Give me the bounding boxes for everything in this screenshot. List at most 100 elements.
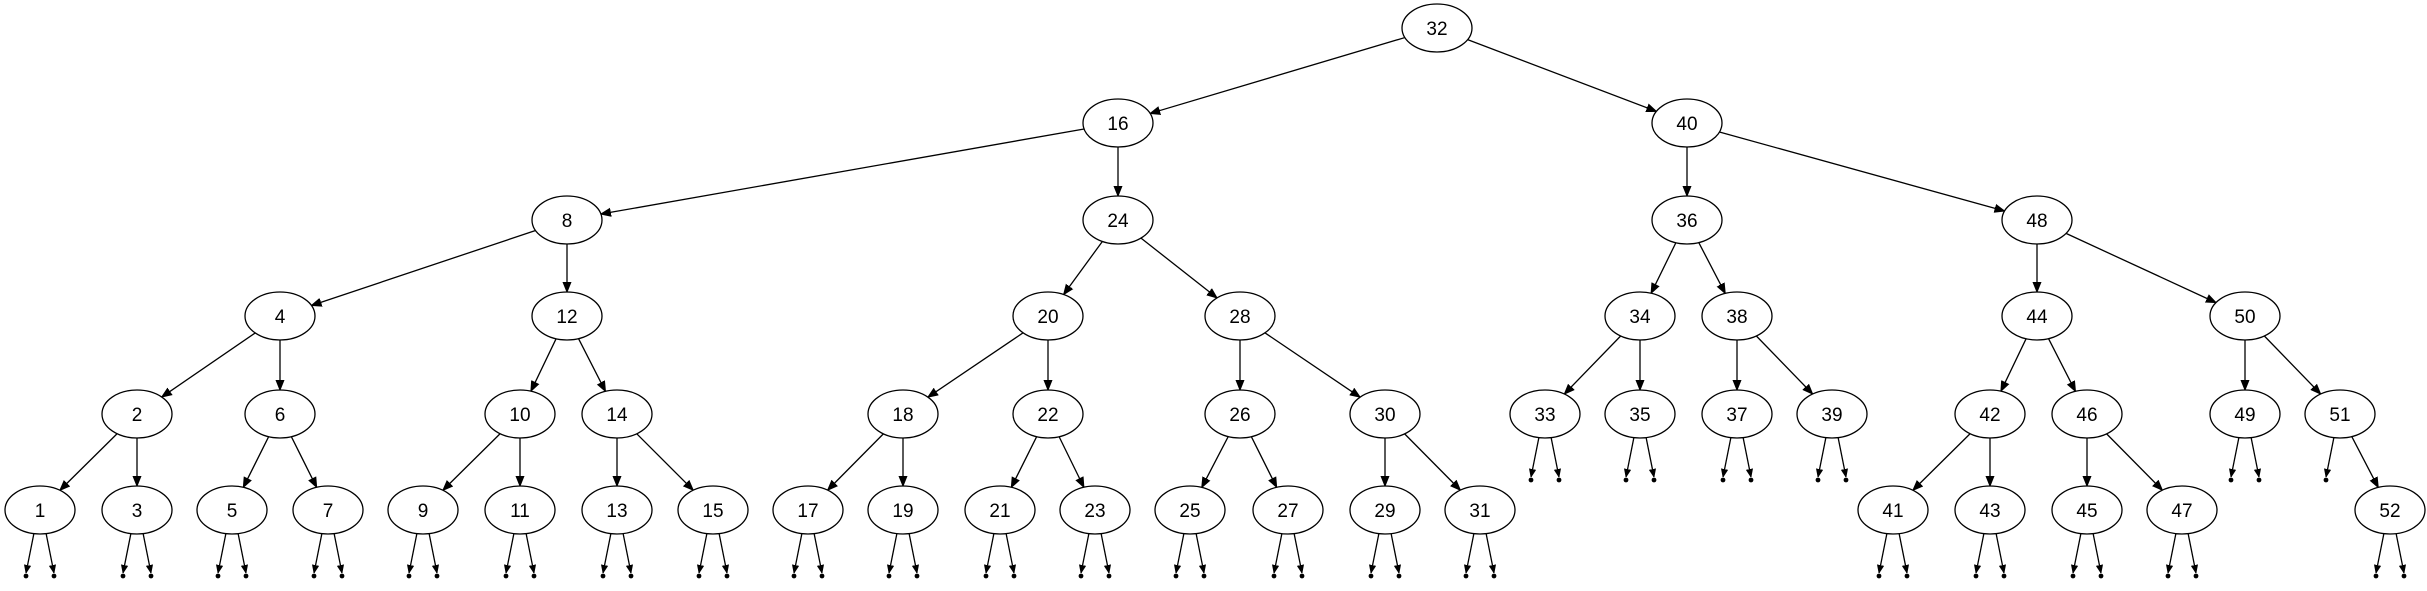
node-label: 13 xyxy=(606,501,627,522)
node-ellipse xyxy=(1651,195,1723,245)
node-label: 32 xyxy=(1426,19,1447,40)
nil-leaf-dot xyxy=(1173,573,1179,579)
nil-leaf-dot xyxy=(406,573,412,579)
edge-24-28 xyxy=(1140,237,1217,298)
edge-10-9 xyxy=(443,433,501,491)
nil-edge-3-right xyxy=(142,532,151,573)
tree-node-47: 47 xyxy=(2146,485,2218,535)
node-label: 20 xyxy=(1037,307,1058,328)
nil-edge-1-right xyxy=(45,532,54,573)
node-label: 28 xyxy=(1229,307,1250,328)
tree-node-7: 7 xyxy=(292,485,364,535)
tree-node-18: 18 xyxy=(867,389,939,439)
tree-node-28: 28 xyxy=(1204,291,1276,341)
node-ellipse xyxy=(1012,291,1084,341)
edge-16-8 xyxy=(601,128,1085,214)
tree-node-29: 29 xyxy=(1349,485,1421,535)
edge-20-18 xyxy=(928,332,1024,397)
tree-node-23: 23 xyxy=(1059,485,1131,535)
node-ellipse xyxy=(1701,389,1773,439)
nil-edge-11-left xyxy=(506,532,515,573)
tree-node-3: 3 xyxy=(101,485,173,535)
tree-node-17: 17 xyxy=(772,485,844,535)
node-ellipse xyxy=(387,485,459,535)
nil-leaf-dot xyxy=(1078,573,1084,579)
node-ellipse xyxy=(581,389,653,439)
nil-leaf-dot xyxy=(2001,573,2007,579)
edge-44-42 xyxy=(2000,338,2027,391)
node-label: 8 xyxy=(562,211,573,232)
node-label: 14 xyxy=(606,405,628,426)
nil-edge-1-left xyxy=(26,532,35,573)
node-ellipse xyxy=(292,485,364,535)
edge-6-7 xyxy=(290,436,316,488)
tree-node-24: 24 xyxy=(1082,195,1154,245)
nil-leaf-dot xyxy=(1528,477,1534,483)
tree-node-42: 42 xyxy=(1954,389,2026,439)
node-ellipse xyxy=(2304,389,2376,439)
nil-leaf-dot xyxy=(819,573,825,579)
nil-edge-51-left xyxy=(2326,436,2335,477)
nil-leaf-dot xyxy=(243,573,249,579)
nil-leaf-dot xyxy=(1748,477,1754,483)
tree-node-44: 44 xyxy=(2001,291,2073,341)
node-label: 15 xyxy=(702,501,723,522)
node-label: 23 xyxy=(1084,501,1105,522)
nil-edge-13-right xyxy=(622,532,631,573)
nil-leaf-dot xyxy=(2373,573,2379,579)
nil-leaf-dot xyxy=(1463,573,1469,579)
nil-leaf-dot xyxy=(1556,477,1562,483)
node-label: 3 xyxy=(132,501,143,522)
nil-leaf-dot xyxy=(2323,477,2329,483)
tree-node-49: 49 xyxy=(2209,389,2281,439)
nil-edge-5-left xyxy=(218,532,227,573)
edge-26-25 xyxy=(1202,436,1229,488)
tree-node-31: 31 xyxy=(1444,485,1516,535)
nil-leaf-dot xyxy=(148,573,154,579)
tree-node-41: 41 xyxy=(1857,485,1929,535)
node-ellipse xyxy=(4,485,76,535)
edge-22-23 xyxy=(1058,436,1084,487)
nil-edge-47-left xyxy=(2168,532,2177,573)
node-label: 11 xyxy=(510,501,530,522)
node-ellipse xyxy=(1796,389,1868,439)
nil-edge-15-right xyxy=(718,532,727,573)
nil-leaf-dot xyxy=(983,573,989,579)
nil-edge-39-left xyxy=(1818,436,1827,477)
nil-edge-13-left xyxy=(603,532,612,573)
nil-edge-21-right xyxy=(1005,532,1014,573)
node-ellipse xyxy=(1701,291,1773,341)
nil-edge-37-right xyxy=(1742,436,1751,477)
nil-edge-15-left xyxy=(699,532,708,573)
node-ellipse xyxy=(244,291,316,341)
nil-leaf-dot xyxy=(791,573,797,579)
edge-38-39 xyxy=(1755,335,1812,394)
node-label: 33 xyxy=(1534,405,1555,426)
nil-edge-7-left xyxy=(314,532,323,573)
node-label: 35 xyxy=(1629,405,1650,426)
nil-leaf-dot xyxy=(339,573,345,579)
nil-leaf-dot xyxy=(1491,573,1497,579)
tree-node-40: 40 xyxy=(1651,98,1723,148)
nil-leaf-dot xyxy=(1815,477,1821,483)
tree-node-50: 50 xyxy=(2209,291,2281,341)
tree-node-16: 16 xyxy=(1082,98,1154,148)
node-ellipse xyxy=(2146,485,2218,535)
nil-leaf-dot xyxy=(1011,573,1017,579)
node-ellipse xyxy=(2209,291,2281,341)
tree-node-43: 43 xyxy=(1954,485,2026,535)
nil-leaf-dot xyxy=(215,573,221,579)
tree-node-37: 37 xyxy=(1701,389,1773,439)
nil-leaf-dot xyxy=(1876,573,1882,579)
node-ellipse xyxy=(867,389,939,439)
node-ellipse xyxy=(1082,195,1154,245)
edge-36-38 xyxy=(1698,242,1725,294)
node-ellipse xyxy=(1651,98,1723,148)
edge-34-33 xyxy=(1564,335,1622,394)
node-ellipse xyxy=(1204,389,1276,439)
nil-leaf-dot xyxy=(628,573,634,579)
node-label: 5 xyxy=(227,501,238,522)
node-ellipse xyxy=(1154,485,1226,535)
node-ellipse xyxy=(531,195,603,245)
tree-node-13: 13 xyxy=(581,485,653,535)
